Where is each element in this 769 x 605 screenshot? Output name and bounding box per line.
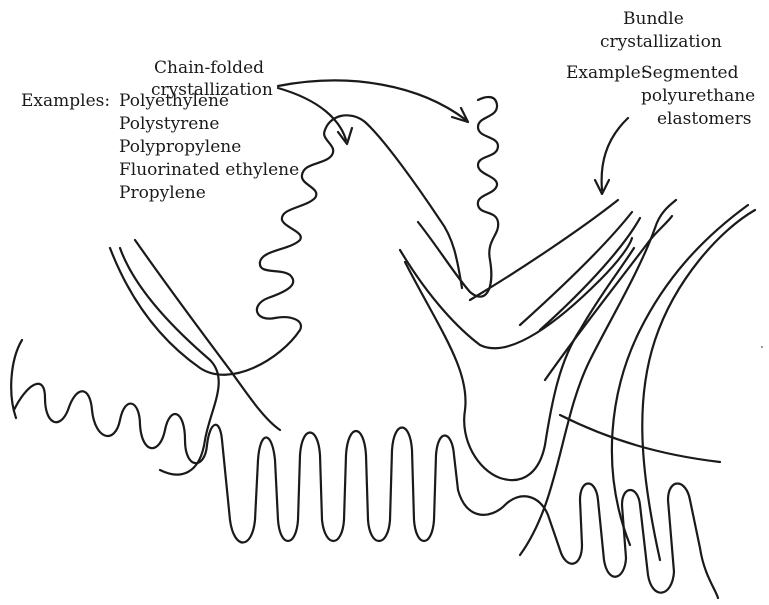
example-polyethylene: Polyethylene <box>119 90 229 112</box>
arrow-to-upper-strip <box>278 80 466 120</box>
chain-folded-title-line1: Chain-folded <box>154 57 264 79</box>
arrow-to-bundle <box>602 118 628 190</box>
bundle-example-line1: Segmented <box>641 62 739 84</box>
inner-right-chain <box>612 205 748 545</box>
chain-folded-examples-label: Examples: <box>21 90 110 112</box>
right-sweep-chain <box>560 415 720 462</box>
example-polypropylene: Polypropylene <box>119 136 241 158</box>
left-entangled-chain <box>120 248 219 475</box>
bundle-example-line3: elastomers <box>657 108 751 130</box>
stray-dot <box>761 346 763 348</box>
example-polystyrene: Polystyrene <box>119 113 219 135</box>
example-propylene: Propylene <box>119 182 206 204</box>
bundle-example-label: Example: <box>566 62 646 84</box>
example-fluorinated-ethylene: Fluorinated ethylene <box>119 159 299 181</box>
bundle-strand-2 <box>520 212 632 325</box>
bundle-title-line2: crystallization <box>600 31 722 53</box>
v-branch-chain <box>400 238 632 348</box>
middle-crossing-chain <box>135 240 280 430</box>
arrow-to-lamella <box>278 88 346 140</box>
v-branch-lower <box>405 248 634 480</box>
bundle-title-line1: Bundle <box>623 8 684 30</box>
bundle-example-line2: polyurethane <box>641 85 755 107</box>
far-right-chain <box>642 210 755 560</box>
